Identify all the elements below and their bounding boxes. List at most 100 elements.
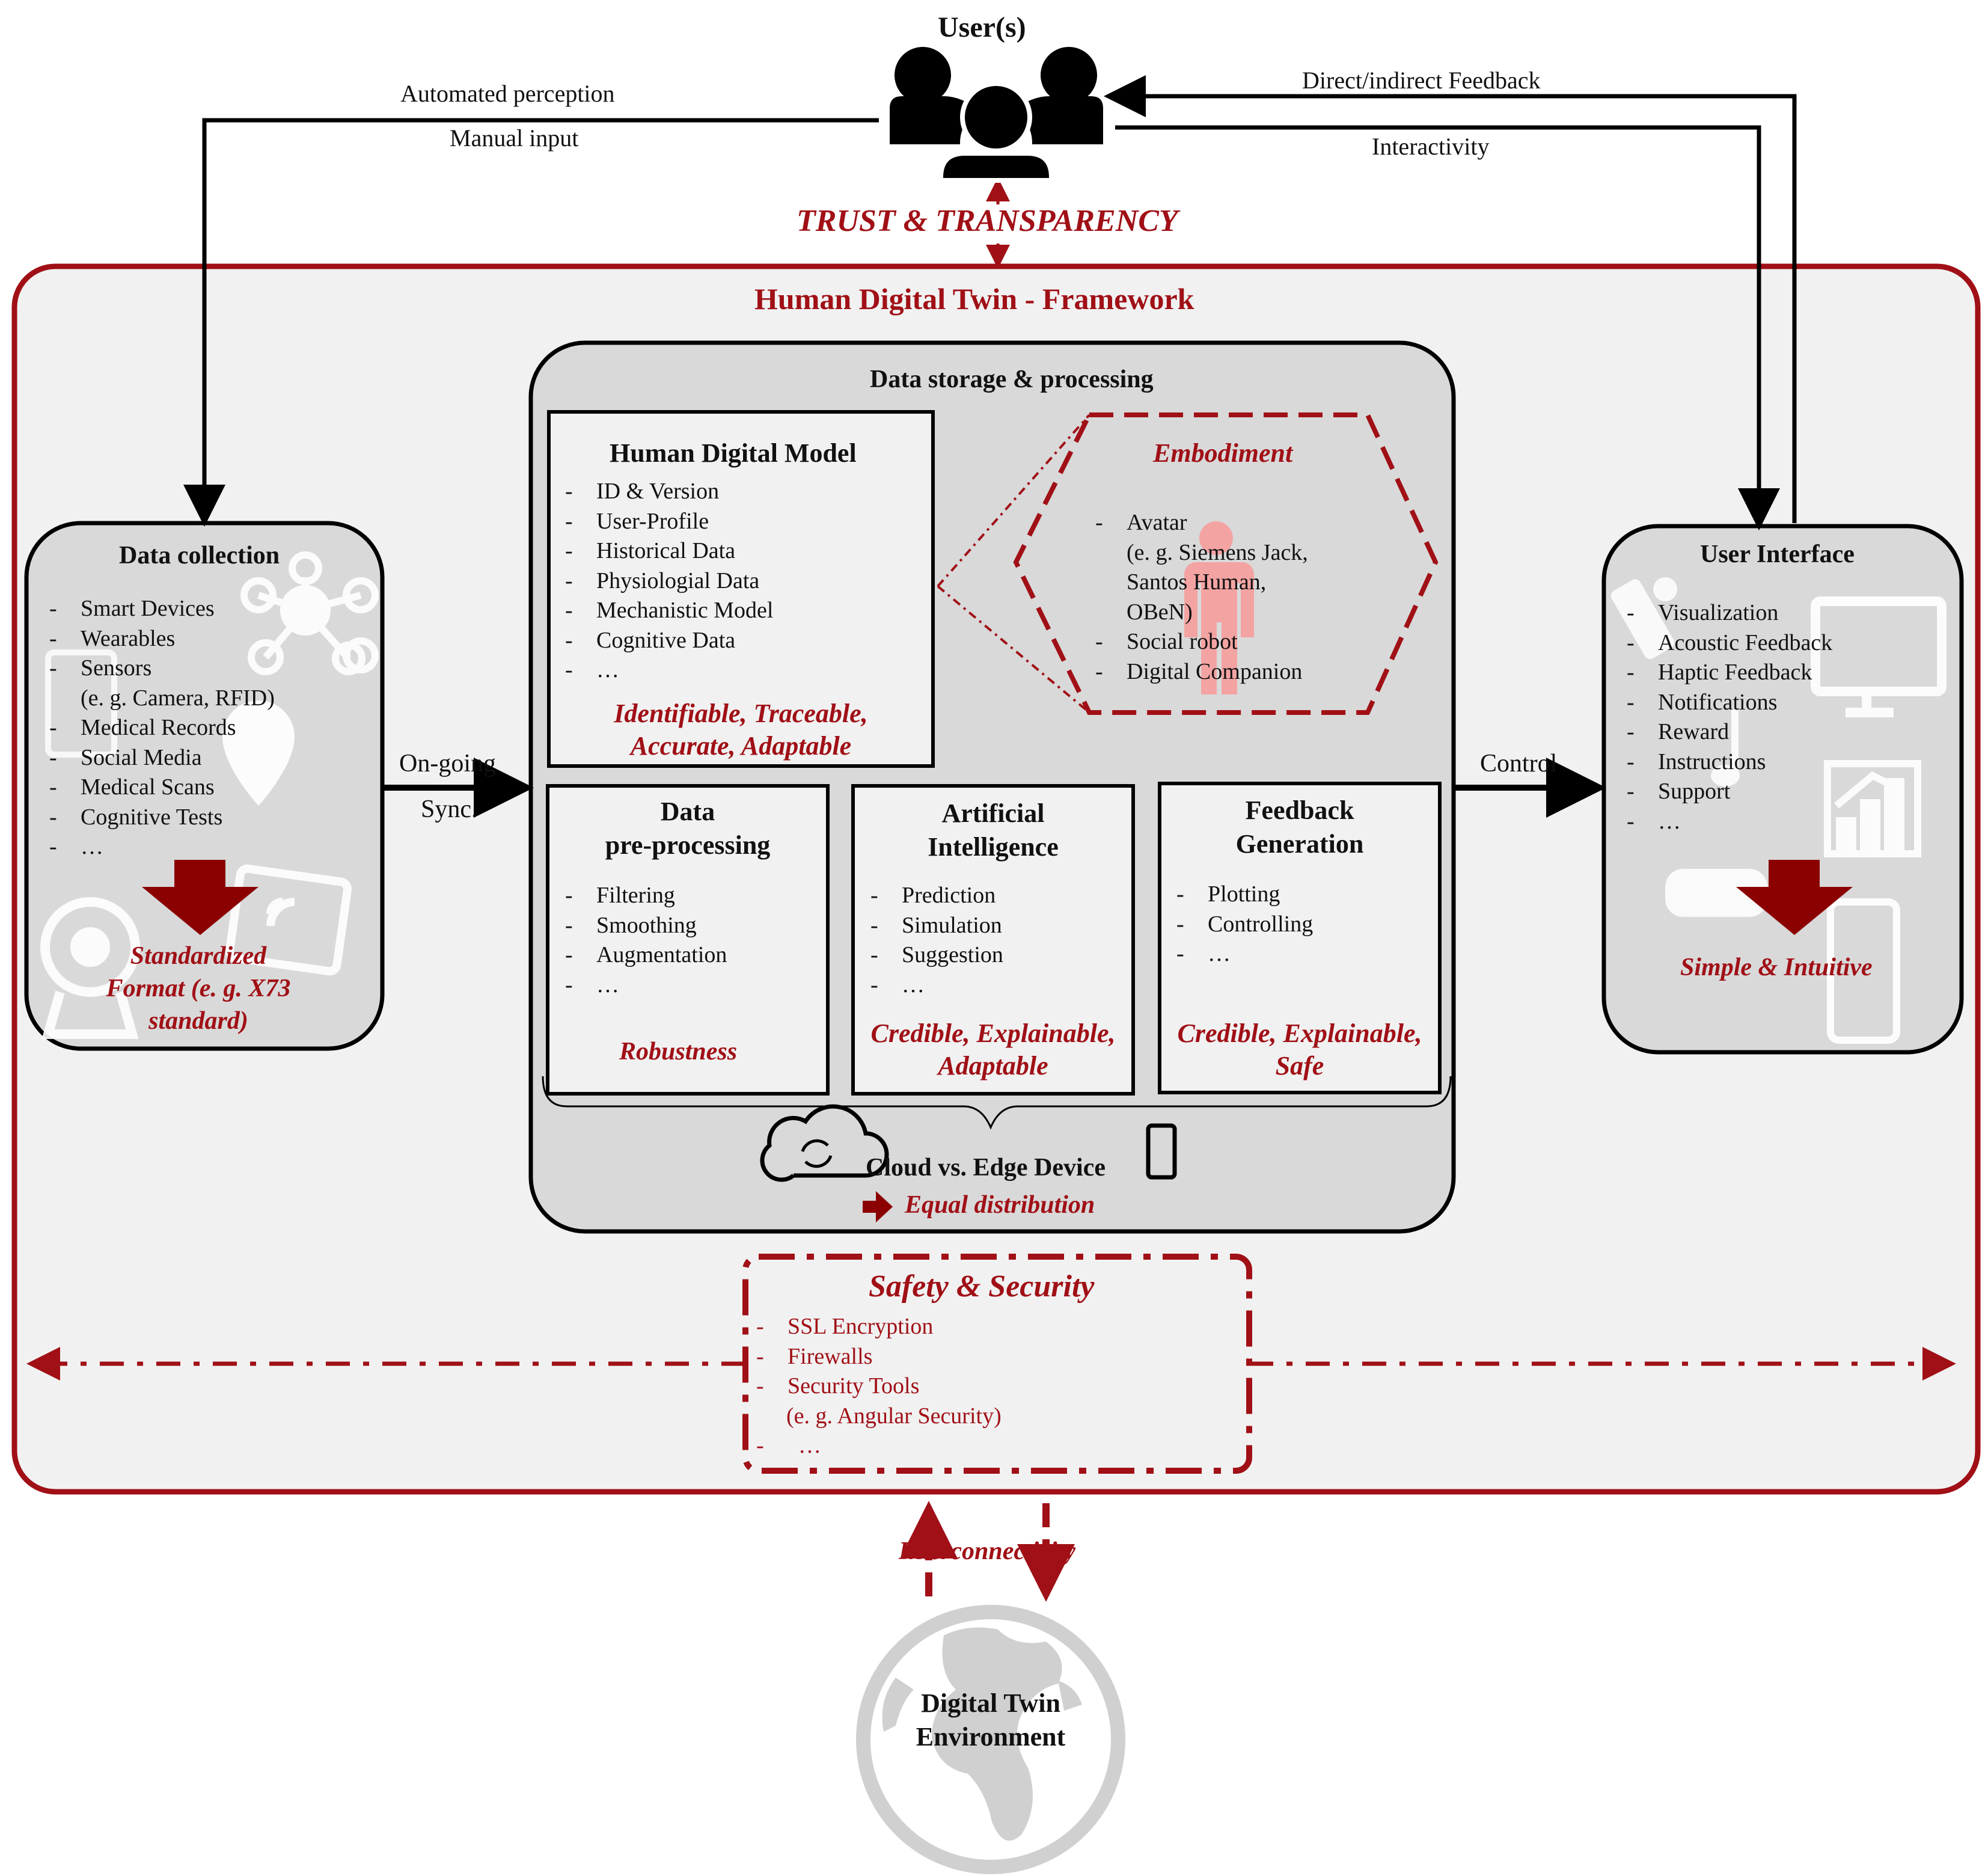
- feedback-arrow: [1104, 75, 1797, 523]
- control-label: Control: [1480, 750, 1558, 777]
- cloud-edge-label: Cloud vs. Edge Device: [866, 1154, 1106, 1182]
- embodiment-connector-top: [937, 414, 1090, 587]
- list-item: Physiologial Data: [565, 566, 773, 596]
- embodiment-hexagon: [1013, 412, 1439, 715]
- interconnectivity-label: Interconnectivity: [899, 1537, 1075, 1565]
- feedback-list: Plotting Controlling …: [1176, 880, 1313, 969]
- sub-boxes-brace: [542, 1076, 1452, 1130]
- storage-title: Data storage & processing: [870, 366, 1154, 393]
- perception-arrow: [183, 118, 879, 527]
- cloud-sync-icon: [760, 1104, 889, 1182]
- list-item: Social robot: [1095, 627, 1308, 657]
- list-item: Filtering: [565, 881, 727, 911]
- globe-icon: [856, 1605, 1125, 1874]
- trust-transparency-label: TRUST & TRANSPARENCY: [797, 204, 1178, 238]
- list-item: Avatar: [1095, 508, 1308, 538]
- list-item: Acoustic Feedback: [1627, 628, 1832, 658]
- data-collection-title: Data collection: [119, 542, 280, 569]
- users-title: User(s): [938, 11, 1026, 43]
- list-item: Reward: [1627, 717, 1832, 747]
- list-item: Instructions: [1627, 747, 1832, 777]
- embodiment-connector-bottom: [937, 585, 1090, 714]
- list-item: …: [1627, 807, 1832, 837]
- list-item: (e. g. Angular Security): [786, 1403, 1002, 1429]
- environment-label: Digital Twin Environment: [916, 1688, 1066, 1752]
- list-item: …: [565, 655, 773, 685]
- ui-down-arrow: [1736, 860, 1853, 935]
- list-item: Suggestion: [870, 940, 1003, 970]
- list-item: Firewalls: [756, 1342, 1002, 1372]
- safety-list: SSL Encryption Firewalls Security Tools …: [756, 1312, 1002, 1461]
- hdm-list: ID & Version User-Profile Historical Dat…: [565, 477, 773, 685]
- list-item: Historical Data: [565, 536, 773, 566]
- sync-label-line2: Sync.: [421, 795, 478, 823]
- list-item: Smoothing: [565, 911, 727, 941]
- preproc-list: Filtering Smoothing Augmentation …: [565, 881, 727, 1000]
- ai-result: Credible, Explainable, Adaptable: [870, 1019, 1116, 1081]
- direct-feedback-label: Direct/indirect Feedback: [1302, 67, 1541, 94]
- list-item: Augmentation: [565, 940, 727, 970]
- list-item: Simulation: [870, 911, 1003, 941]
- list-item: Sensors: [49, 654, 275, 684]
- automated-perception-label: Automated perception: [400, 80, 615, 107]
- list-item: User-Profile: [565, 507, 773, 537]
- ui-title: User Interface: [1700, 541, 1855, 568]
- list-item: …: [49, 832, 275, 862]
- list-item: Wearables: [49, 624, 275, 654]
- list-item: …: [565, 970, 727, 1001]
- list-item: Mechanistic Model: [565, 596, 773, 626]
- list-item: ID & Version: [565, 477, 773, 507]
- list-item: Prediction: [870, 881, 1003, 911]
- list-item: Medical Scans: [49, 773, 275, 803]
- interactivity-label: Interactivity: [1372, 133, 1490, 160]
- list-item: Medical Records: [49, 713, 275, 743]
- ai-list: Prediction Simulation Suggestion …: [870, 881, 1003, 1000]
- preproc-result: Robustness: [619, 1038, 738, 1065]
- list-item: Smart Devices: [49, 594, 275, 624]
- interactivity-arrow: [1115, 125, 1780, 530]
- edge-device-icon: [1146, 1123, 1177, 1180]
- list-item: Controlling: [1176, 910, 1313, 940]
- ui-result: Simple & Intuitive: [1680, 954, 1873, 981]
- list-item: (e. g. Camera, RFID): [81, 685, 275, 711]
- data-collection-result: Standardized Format (e. g. X73 standard): [106, 942, 291, 1035]
- list-item: …: [1176, 939, 1313, 969]
- ai-title: Artificial Intelligence: [928, 799, 1059, 862]
- list-item: Cognitive Data: [565, 626, 773, 656]
- sync-label-line1: On-going: [399, 750, 496, 777]
- manual-input-label: Manual input: [450, 124, 579, 152]
- equal-distribution-label: Equal distribution: [905, 1191, 1095, 1219]
- users-group-icon: [890, 47, 1103, 183]
- list-item: (e. g. Siemens Jack,: [1127, 539, 1308, 565]
- safety-title: Safety & Security: [869, 1269, 1095, 1304]
- smartphone-icon: [1827, 898, 1900, 1044]
- list-item: Security Tools: [756, 1372, 1002, 1402]
- list-item: Support: [1627, 777, 1832, 807]
- list-item: …: [870, 970, 1003, 1001]
- data-collection-list: Smart Devices Wearables Sensors (e. g. C…: [49, 594, 275, 862]
- equal-right-arrow: [863, 1191, 893, 1222]
- list-item: Visualization: [1627, 598, 1832, 628]
- list-item: Cognitive Tests: [49, 803, 275, 833]
- list-item: Plotting: [1176, 880, 1313, 910]
- hdm-result: Identifiable, Traceable, Accurate, Adapt…: [614, 699, 868, 761]
- list-item: Haptic Feedback: [1627, 658, 1832, 688]
- hdm-title: Human Digital Model: [610, 438, 857, 468]
- list-item: Santos Human,: [1127, 569, 1267, 595]
- vr-headset-icon: [1665, 869, 1767, 917]
- list-item: OBeN): [1127, 599, 1193, 625]
- framework-title: Human Digital Twin - Framework: [754, 282, 1194, 316]
- list-item: Social Media: [49, 743, 275, 773]
- list-item: SSL Encryption: [756, 1312, 1002, 1342]
- list-item: Digital Companion: [1095, 657, 1308, 687]
- preproc-title: Data pre-processing: [605, 797, 771, 860]
- ui-list: Visualization Acoustic Feedback Haptic F…: [1627, 598, 1832, 836]
- embodiment-title: Embodiment: [1153, 438, 1293, 468]
- collection-down-arrow: [142, 860, 258, 935]
- tablet-wifi-icon: [225, 864, 352, 976]
- list-item: Notifications: [1627, 688, 1832, 718]
- embodiment-list: Avatar (e. g. Siemens Jack, Santos Human…: [1095, 508, 1308, 687]
- webcam-icon: [40, 897, 140, 1039]
- feedback-title: Feedback Generation: [1235, 795, 1364, 859]
- feedback-result: Credible, Explainable, Safe: [1177, 1019, 1422, 1081]
